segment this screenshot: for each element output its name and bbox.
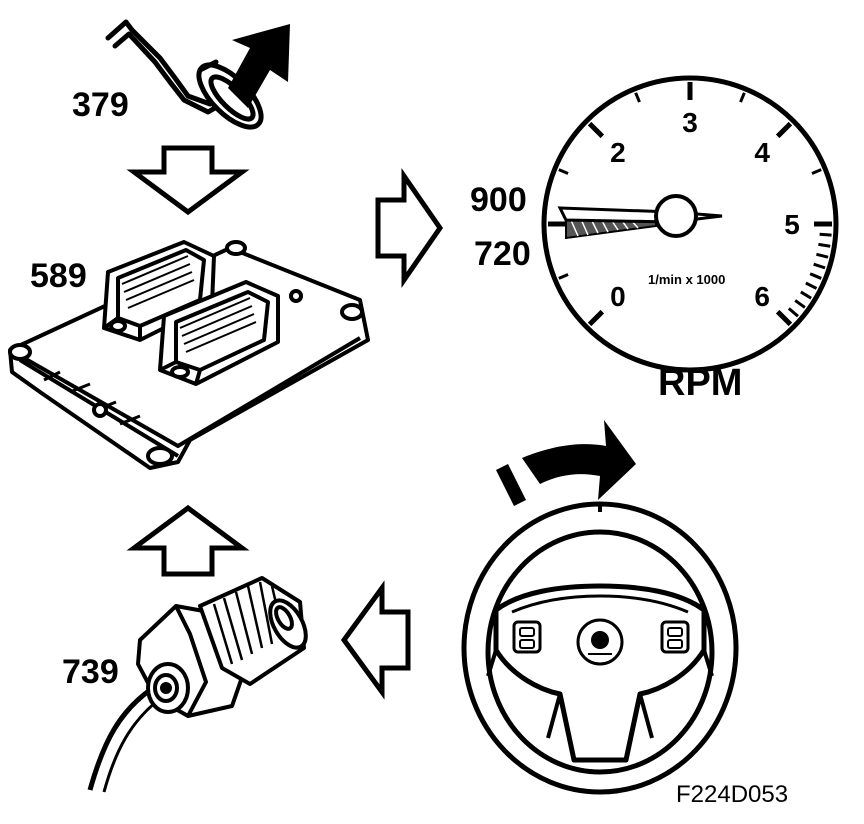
- turn-arrow-icon: [496, 420, 636, 506]
- redline-tick: [800, 290, 812, 300]
- rpm-value-900: 900: [470, 181, 527, 219]
- rpm-value-720: 720: [474, 235, 531, 273]
- left-arrow-icon: [340, 580, 411, 700]
- scale-numeral-3: 3: [682, 107, 698, 138]
- major-tick: [587, 121, 605, 139]
- control-module-icon: [8, 240, 370, 470]
- down-arrow-icon: [126, 145, 250, 216]
- right-arrow-icon: [375, 167, 444, 289]
- redline-tick: [794, 299, 806, 309]
- pressure-sensor-icon: [87, 576, 308, 793]
- major-tick: [775, 121, 793, 139]
- brake-pedal-icon: [105, 19, 264, 130]
- steering-wheel-icon: [461, 501, 739, 795]
- needle-hub: [654, 194, 698, 238]
- part-number-589: 589: [30, 257, 87, 295]
- minor-tick: [634, 92, 641, 103]
- redline-tick: [787, 307, 799, 318]
- scale-numeral-2: 2: [610, 137, 626, 168]
- redline-tick: [813, 262, 826, 270]
- minor-tick: [739, 92, 746, 103]
- rpm-title: RPM: [658, 362, 742, 404]
- scale-numeral-0: 0: [610, 281, 626, 312]
- major-tick: [775, 309, 793, 327]
- part-number-379: 379: [72, 86, 129, 124]
- part-number-739: 739: [62, 653, 119, 691]
- scale-numeral-6: 6: [754, 281, 770, 312]
- scale-numeral-5: 5: [784, 209, 800, 240]
- up-arrow-icon: [126, 504, 250, 577]
- redline-tick: [816, 252, 829, 259]
- tachometer-scale-ticks: [548, 82, 832, 327]
- tachometer-unit-label: 1/min x 1000: [648, 272, 725, 287]
- redline-tick: [819, 232, 832, 237]
- up-right-arrow-icon: [228, 24, 290, 108]
- redline-tick: [809, 272, 822, 280]
- figure-code: F224D053: [676, 781, 789, 808]
- tachometer-gauge: 0123456 1/min x 1000: [541, 75, 839, 373]
- major-tick: [587, 309, 605, 327]
- minor-tick: [558, 273, 569, 280]
- redline-tick: [818, 242, 831, 248]
- minor-tick: [811, 168, 822, 175]
- minor-tick: [558, 168, 569, 175]
- redline-tick: [805, 281, 818, 290]
- scale-numeral-4: 4: [754, 137, 770, 168]
